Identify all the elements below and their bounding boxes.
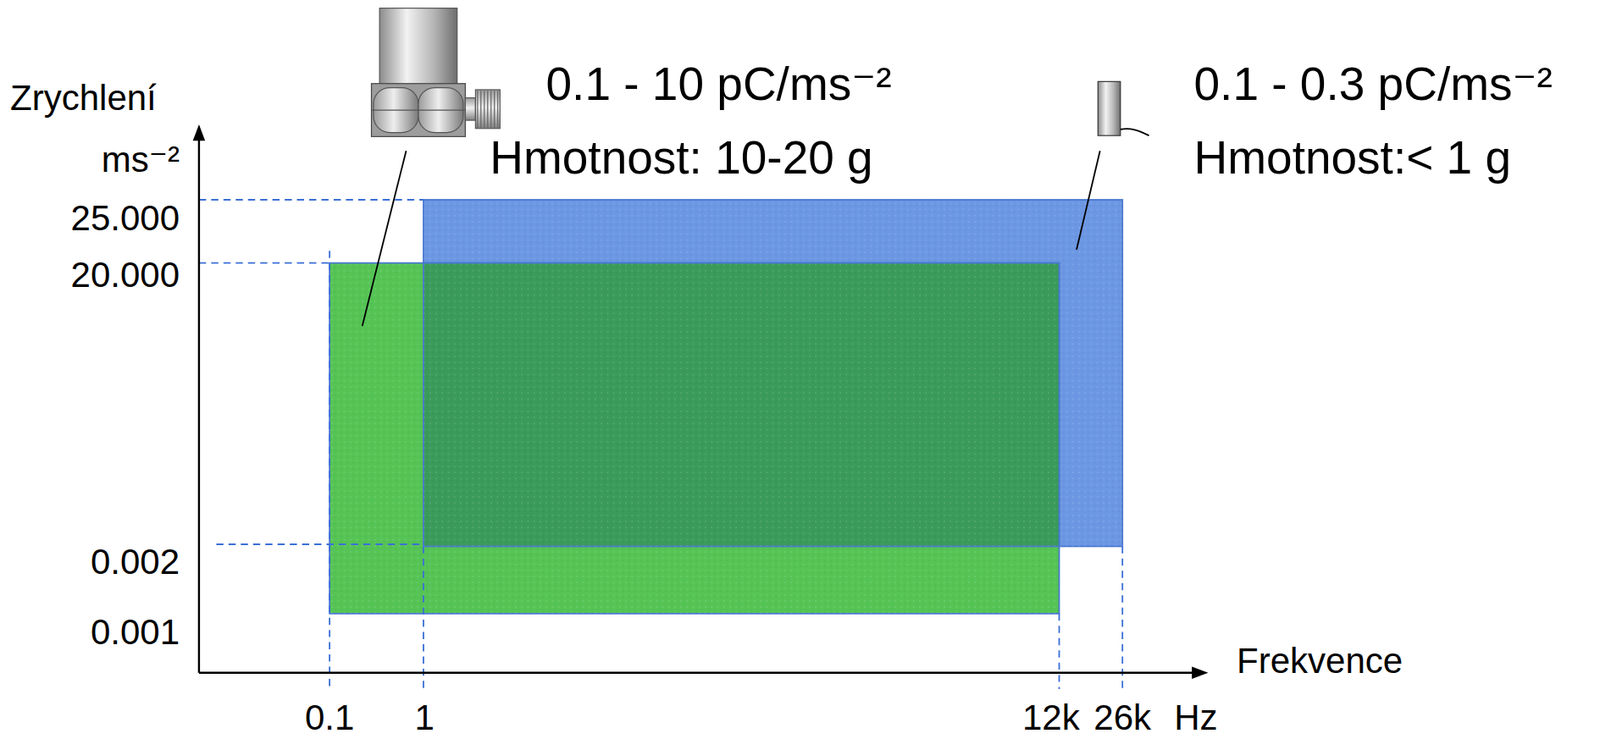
texture	[423, 263, 1060, 548]
axes	[193, 124, 1209, 680]
tick-label: 20.000	[71, 255, 180, 295]
overlap-range	[423, 263, 1060, 548]
thread-line	[493, 90, 495, 128]
texture	[329, 263, 1059, 615]
thread-line	[480, 90, 482, 128]
guide-lines	[199, 199, 1123, 690]
accelerometer-small	[1076, 81, 1150, 250]
thread-line	[487, 90, 488, 128]
thread-line	[497, 90, 499, 128]
guide-line	[1121, 546, 1124, 690]
thread-line	[490, 90, 492, 128]
axis-title: Frekvence	[1236, 642, 1403, 681]
guide-line	[422, 546, 425, 690]
thread-line	[483, 90, 485, 128]
x-axis	[199, 672, 1196, 675]
sensitivity-label: 0.1 - 0.3 pC/ms⁻²	[1194, 58, 1553, 111]
tick-label: 0.001	[90, 613, 180, 653]
guide-line	[199, 199, 424, 201]
tick-label: 26k	[1093, 698, 1152, 738]
guide-line	[328, 250, 331, 690]
hex-edge	[371, 109, 466, 111]
tick-label: 0.1	[304, 698, 355, 738]
guide-line	[215, 543, 424, 546]
axis-unit: Hz	[1173, 698, 1218, 738]
connector-thread	[475, 89, 500, 129]
sensor-cable	[1120, 128, 1150, 136]
axis-arrow	[1191, 667, 1208, 680]
axis-title: Zrychlení	[10, 78, 157, 118]
axis-arrow	[193, 124, 205, 141]
guide-line	[199, 262, 330, 265]
leader-line	[362, 150, 407, 327]
small-sensor-range	[423, 199, 1123, 547]
sensitivity-label: 0.1 - 10 pC/ms⁻²	[546, 58, 892, 111]
mass-label: Hmotnost: 10-20 g	[489, 132, 873, 184]
sensor-body	[1097, 81, 1121, 136]
thread-lines	[477, 90, 499, 128]
y-axis	[198, 134, 200, 674]
tick-label: 25.000	[71, 199, 180, 239]
texture	[423, 199, 1123, 547]
sensor-body	[379, 8, 458, 87]
guide-line	[1058, 614, 1061, 690]
tick-label: 12k	[1022, 698, 1080, 738]
tick-label: 0.002	[90, 542, 180, 582]
axis-unit: ms⁻²	[101, 140, 180, 180]
tick-label: 1	[414, 698, 434, 738]
range-areas	[329, 199, 1123, 615]
large-sensor-range	[329, 263, 1059, 615]
sensor-base	[371, 83, 466, 138]
leader-line	[1076, 150, 1101, 250]
mass-label: Hmotnost:< 1 g	[1194, 132, 1512, 184]
connector-neck	[465, 98, 476, 121]
thread-line	[476, 90, 478, 128]
accelerometer-large	[362, 8, 501, 327]
